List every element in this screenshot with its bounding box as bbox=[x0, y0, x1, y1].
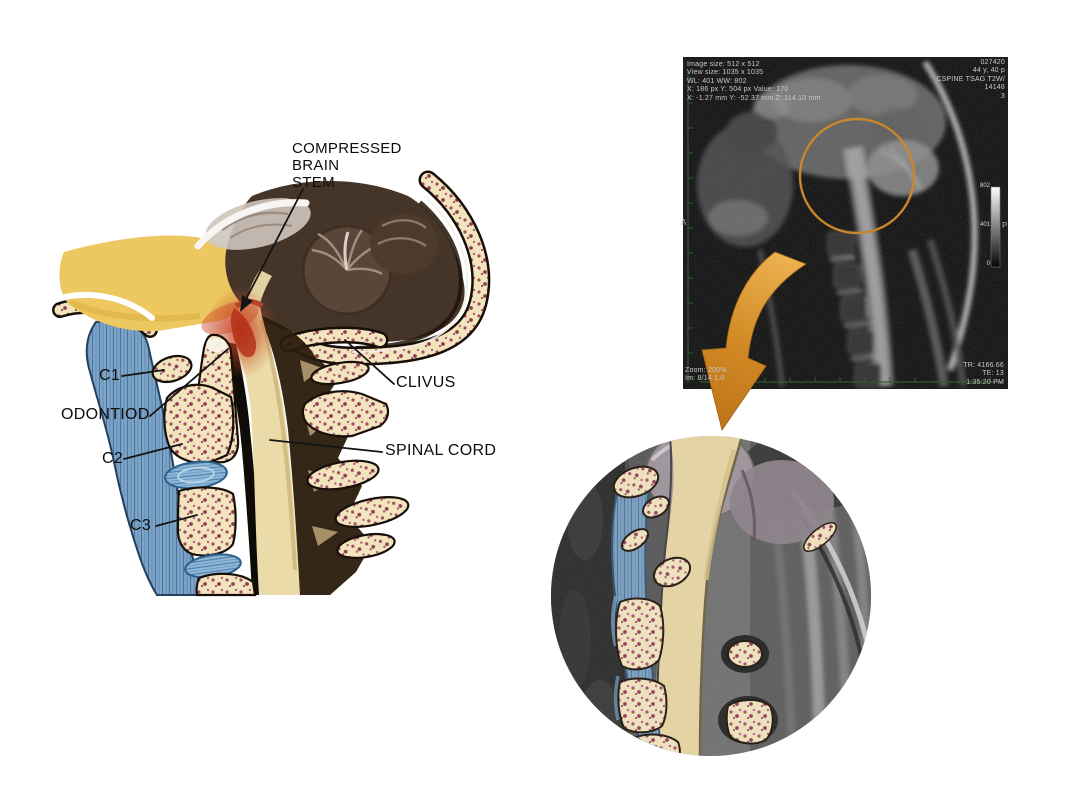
mri-info-line: TE: 13 bbox=[982, 370, 1004, 378]
spinous-process-4 bbox=[334, 496, 410, 528]
label-c2: C2 bbox=[102, 450, 124, 467]
leader-spinal-cord bbox=[269, 439, 383, 453]
mri-info-line: CSPINE TSAG T2W/ bbox=[936, 75, 1005, 83]
mri-info-line: 1:35:20 PM bbox=[966, 378, 1004, 386]
leader-odontoid bbox=[149, 348, 229, 417]
zoom-inset bbox=[551, 436, 871, 756]
cerebrum-lobe bbox=[370, 214, 438, 274]
mri-info-line: Image size: 512 x 512 bbox=[687, 61, 760, 68]
spinous-process-3 bbox=[306, 459, 380, 491]
leader-lines bbox=[121, 188, 395, 527]
mri-info-line: 44 y, 40 p bbox=[972, 67, 1005, 75]
mri-overlay-top-left: Image size: 512 x 512 View size: 1035 x … bbox=[687, 61, 821, 103]
scale-bar-min: 0 bbox=[986, 261, 990, 267]
mri-info-line: WL: 401 WW: 802 bbox=[687, 77, 747, 85]
spinous-process-1 bbox=[310, 360, 370, 386]
mri-info-line: X: 186 px Y: 504 px Value: 170 bbox=[687, 86, 789, 94]
gyri-line bbox=[377, 237, 427, 247]
label-c1: C1 bbox=[99, 367, 121, 384]
label-line: COMPRESSED bbox=[292, 140, 402, 157]
orientation-marker-posterior: P bbox=[1002, 221, 1008, 230]
mri-info-line: Im: 8/14 1.0 bbox=[685, 375, 725, 383]
label-clivus: CLIVUS bbox=[396, 374, 456, 391]
facet-wedge bbox=[312, 526, 338, 546]
mri-info-line: 3 bbox=[1000, 92, 1005, 100]
mri-ruler-vertical bbox=[687, 70, 693, 382]
leader-arrowhead-icon bbox=[240, 295, 253, 312]
mri-info-line: 027420 bbox=[980, 59, 1005, 66]
grayscale-bar bbox=[990, 186, 1001, 268]
leader-compressed-brain-stem bbox=[241, 188, 304, 308]
mri-info-line: Zoom: 200% bbox=[685, 367, 727, 374]
label-c3: C3 bbox=[130, 517, 152, 534]
mri-info-line: 14148 bbox=[984, 84, 1005, 92]
brain-swirl bbox=[229, 223, 293, 239]
mri-info-line: TR: 4166.66 bbox=[963, 362, 1004, 369]
c4-body bbox=[195, 572, 257, 597]
dura-line bbox=[355, 200, 463, 350]
brain-swirl bbox=[221, 211, 289, 231]
label-spinal-cord: SPINAL CORD bbox=[385, 442, 497, 459]
mri-overlay-top-right: 027420 44 y, 40 p CSPINE TSAG T2W/ 14148… bbox=[936, 59, 1005, 101]
skull-inner-line bbox=[351, 195, 469, 353]
spinal-canal bbox=[226, 342, 262, 595]
scale-bar-mid: 401 bbox=[979, 222, 990, 228]
zoom-arrow-icon bbox=[701, 251, 807, 431]
label-compressed-brain-stem: COMPRESSED BRAIN STEM bbox=[292, 140, 402, 191]
odontoid-tip-highlight bbox=[206, 338, 226, 352]
label-odontoid: ODONTIOD bbox=[61, 406, 150, 423]
leader-c2 bbox=[123, 443, 183, 460]
skull-base-shade bbox=[68, 299, 201, 322]
skull-arc bbox=[290, 170, 491, 366]
annotation-circle bbox=[798, 117, 916, 235]
leader-clivus bbox=[344, 339, 395, 385]
cerebellum bbox=[301, 224, 393, 316]
facet-wedge bbox=[300, 360, 322, 382]
leader-c3 bbox=[155, 514, 198, 527]
mri-overlay-bottom-right: TR: 4166.66 TE: 13 1:35:20 PM bbox=[963, 362, 1004, 387]
spinous-process-2 bbox=[301, 390, 390, 438]
skull-base-yellow bbox=[59, 235, 247, 332]
label-line: BRAIN bbox=[292, 157, 340, 174]
white-gap-line bbox=[54, 291, 155, 321]
gyri-line bbox=[381, 219, 427, 229]
c1-arch bbox=[151, 354, 193, 384]
inset-noise bbox=[551, 436, 871, 756]
leader-c1 bbox=[121, 369, 165, 377]
mri-overlay-bottom-left: Zoom: 200% Im: 8/14 1.0 bbox=[685, 367, 727, 384]
c2-body bbox=[163, 383, 235, 464]
mri-info-line: X: -1.27 mm Y: -52.37 mm Z: 114.10 mm bbox=[687, 94, 821, 102]
mri-info-line: View size: 1035 x 1035 bbox=[687, 69, 764, 77]
label-line: STEM bbox=[292, 174, 335, 191]
spinous-process-5 bbox=[336, 532, 396, 560]
scale-bar-max: 802 bbox=[979, 183, 990, 189]
orientation-marker-anterior: A bbox=[681, 218, 687, 227]
anatomy-illustration bbox=[52, 170, 491, 597]
c3-body bbox=[176, 486, 237, 557]
compression-core bbox=[230, 308, 257, 358]
skull-inner-highlight bbox=[194, 199, 310, 250]
